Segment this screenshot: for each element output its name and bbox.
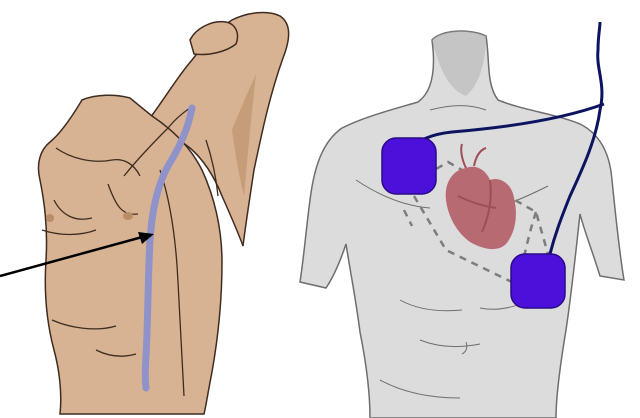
nipple-left: [46, 214, 54, 222]
right-anatomy-panel: [300, 22, 624, 418]
defib-pad-lower: [511, 254, 565, 308]
defib-pad-upper: [382, 138, 436, 194]
nipple-right: [123, 212, 133, 220]
left-anatomy-panel: [0, 13, 289, 414]
